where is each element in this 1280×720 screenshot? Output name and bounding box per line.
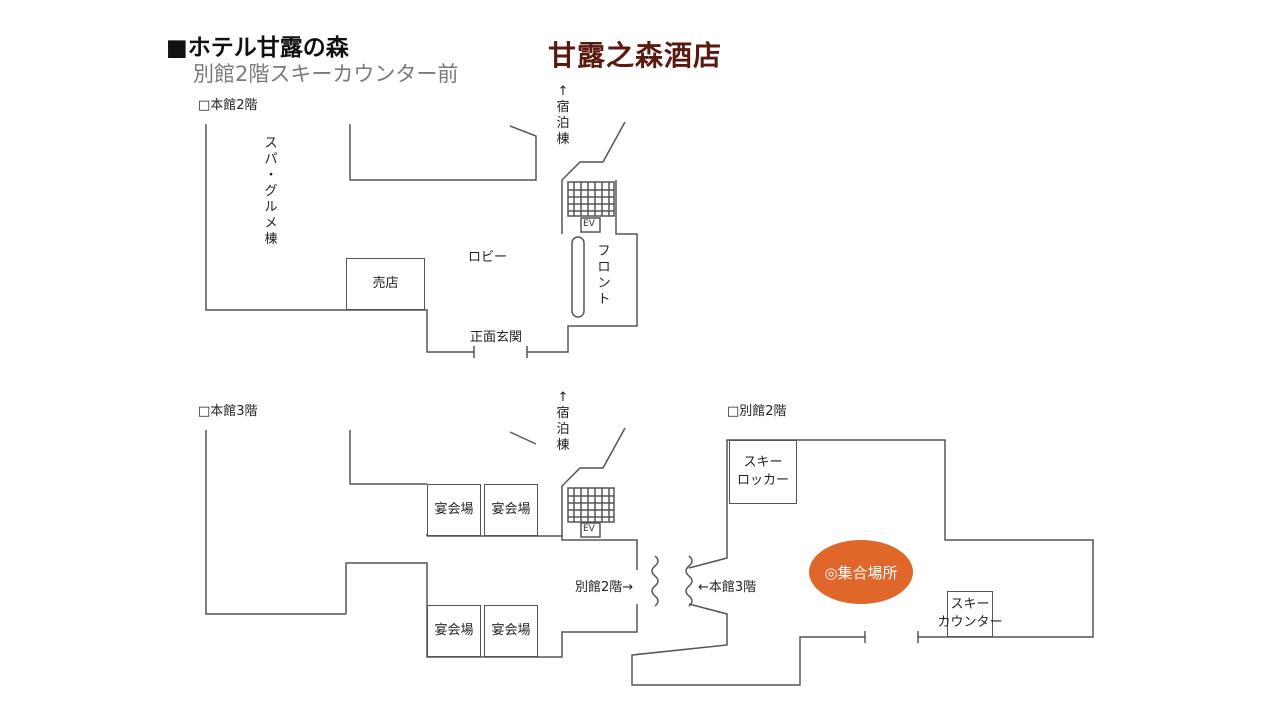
banquet-hall-3: 宴会場 [427,605,481,657]
spa-gourmet-wing-label: ス パ ・ グ ル メ 棟 [264,136,278,247]
banquet-hall-label: 宴会場 [434,623,474,638]
banquet-hall-1: 宴会場 [427,484,481,536]
to-annex-2f-label: 別館2階→ [575,580,634,595]
main-2f-label: □本館2階 [198,98,258,113]
elevator-2f: EV [583,219,595,229]
elevator-3f: EV [583,524,595,534]
main-3f-label: □本館3階 [198,404,258,419]
ski-counter: スキー カウンター [938,591,1003,637]
annex-2f-label: □別館2階 [727,404,787,419]
lodging-wing-label-3f: ↑ 宿 泊 棟 [556,390,570,453]
shop: 売店 [346,258,425,310]
main-3f-walls [205,427,693,658]
ski-locker-label-line1: スキー [743,455,783,470]
banquet-hall-label: 宴会場 [434,502,474,517]
banquet-hall-4: 宴会場 [484,605,538,657]
hotel-logo: 甘露之森酒店 [548,39,723,72]
front-desk-label: フ ロ ン ト [597,244,611,307]
map-subtitle: 別館2階スキーカウンター前 [193,62,459,86]
to-main-3f-label: ←本館3階 [698,580,757,595]
map-title: ■ホテル甘露の森 [166,35,349,61]
main-entrance-label: 正面玄関 [470,330,523,345]
banquet-hall-label: 宴会場 [491,502,531,517]
banquet-hall-label: 宴会場 [491,623,531,638]
banquet-hall-2: 宴会場 [484,484,538,536]
lobby-label: ロビー [468,250,508,265]
ski-counter-label-line1: スキー [950,597,990,612]
lodging-wing-label-2f: ↑ 宿 泊 棟 [556,84,570,147]
ski-locker-label-line2: ロッカー [736,473,789,488]
main-2f-walls [205,121,638,358]
ski-locker: スキー ロッカー [729,440,797,504]
annex-2f-walls [631,439,1094,686]
shop-label: 売店 [372,276,399,291]
meeting-point: ◎集合場所 [809,540,913,604]
ski-counter-label-line2: カウンター [937,615,1003,630]
